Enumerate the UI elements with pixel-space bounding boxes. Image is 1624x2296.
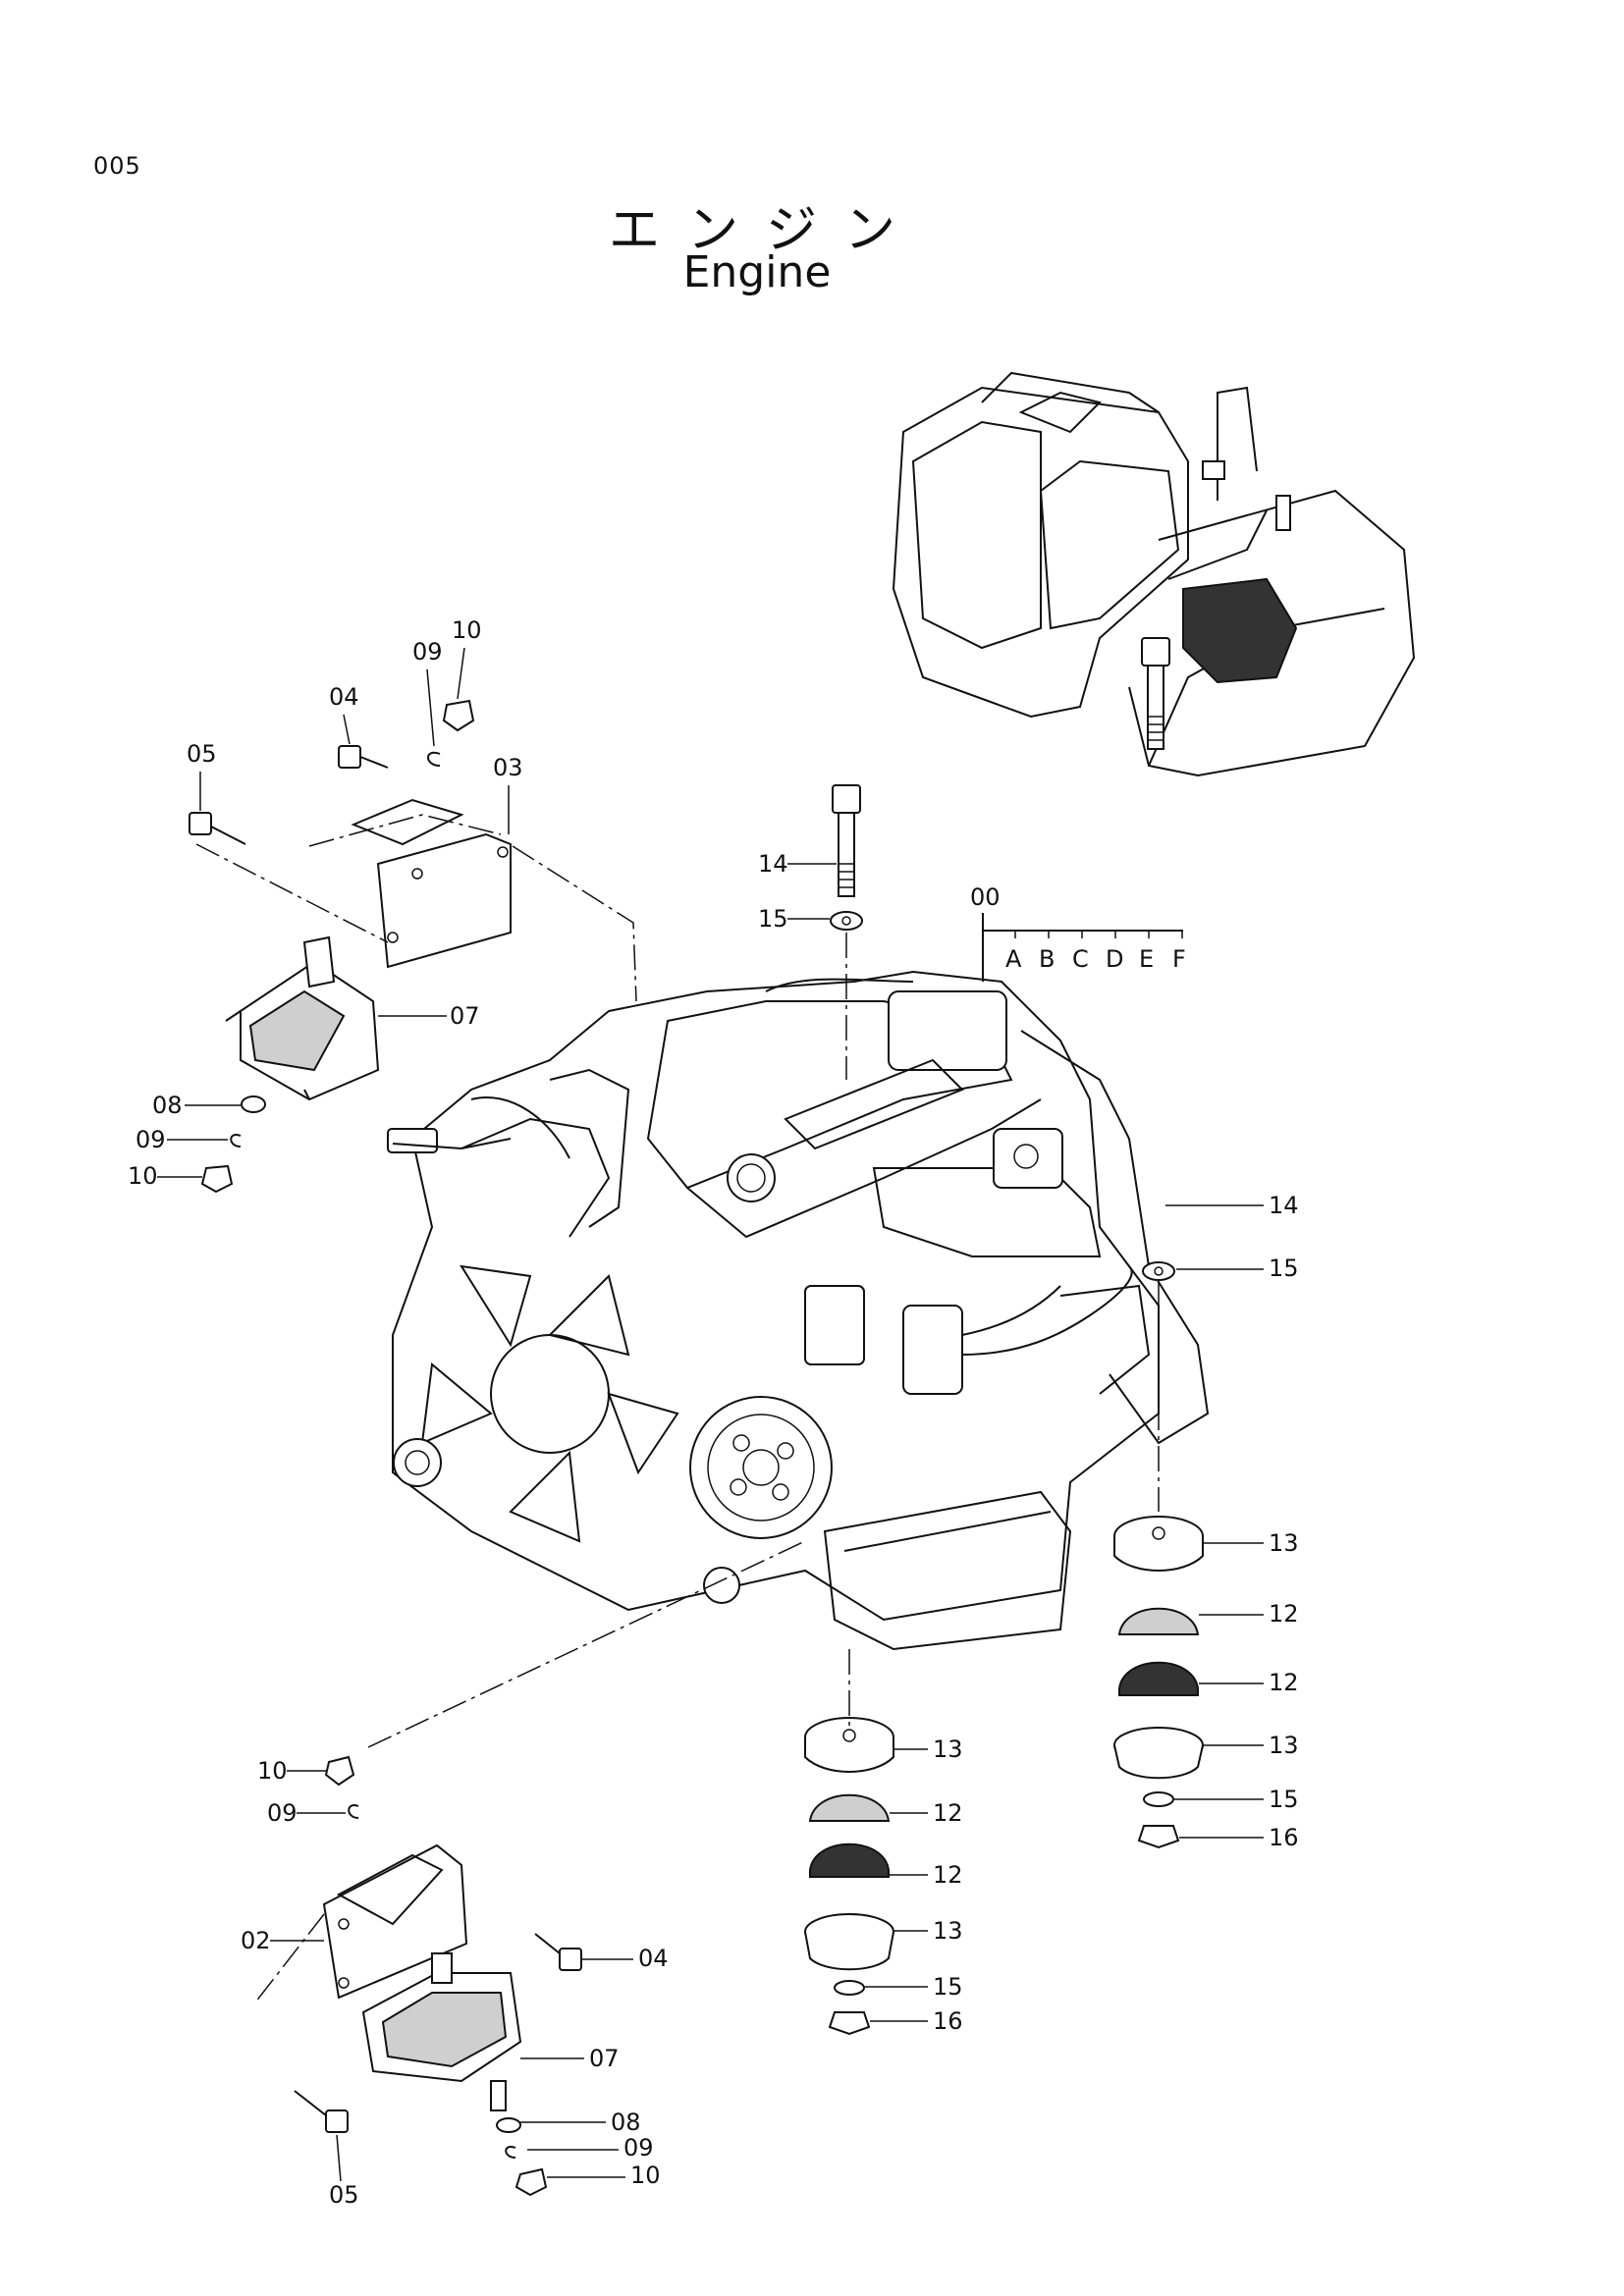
callout-label: 05 [329, 2181, 359, 2209]
callout-label: 12 [933, 1799, 963, 1827]
callout-label: 08 [152, 1092, 183, 1119]
callout-label: 09 [623, 2134, 654, 2162]
variant-letter-b: B [1039, 945, 1055, 973]
callout-label: 16 [933, 2007, 963, 2035]
callout-label: 09 [412, 638, 443, 666]
rear-mount-lower-assembly [322, 1843, 522, 2111]
callout-label: 05 [187, 740, 217, 768]
callout-label: 15 [758, 905, 788, 933]
callout-label: 15 [1269, 1786, 1299, 1813]
reference-lines [195, 843, 1160, 2003]
callout-label: 08 [611, 2109, 641, 2136]
callout-label: 13 [1269, 1732, 1299, 1759]
bolts-and-washers [830, 637, 1175, 1281]
page-title-english: Engine [682, 247, 832, 297]
callout-label: 13 [933, 1917, 963, 1945]
engine-assembly [387, 970, 1210, 1651]
callout-label: 07 [450, 1002, 480, 1030]
callout-label: 09 [267, 1799, 298, 1827]
callout-label: 02 [241, 1927, 271, 1954]
page-title-japanese: エンジン [608, 201, 923, 260]
variant-header: 00 A B C D E F [970, 883, 1186, 982]
callout-label: 14 [758, 850, 788, 878]
callout-label: 04 [638, 1945, 669, 1972]
callout-label: 13 [1269, 1529, 1299, 1557]
variant-letter-f: F [1172, 945, 1186, 973]
callout-label: 10 [257, 1757, 288, 1785]
variant-letter-a: A [1005, 945, 1022, 973]
callout-label: 15 [1269, 1255, 1299, 1282]
callout-label: 12 [1269, 1669, 1299, 1696]
callout-label: 10 [452, 616, 482, 644]
callout-label: 10 [128, 1162, 158, 1190]
crank-pulley [689, 1396, 833, 1539]
callout-label: 15 [933, 1973, 963, 2001]
callout-label: 12 [1269, 1600, 1299, 1628]
small-hardware [189, 699, 582, 2197]
cooling-fan [420, 1264, 679, 1543]
callout-label: 04 [329, 683, 359, 711]
variant-letter-e: E [1139, 945, 1154, 973]
callout-label: 13 [933, 1735, 963, 1763]
center-mount-stack [804, 1649, 894, 2036]
callout-label: 10 [630, 2162, 661, 2189]
variant-code: 00 [970, 883, 1001, 911]
callout-label: 16 [1269, 1824, 1299, 1851]
variant-letter-c: C [1072, 945, 1089, 973]
callout-label: 03 [493, 754, 523, 781]
excavator-location-illustration [892, 371, 1416, 777]
page-number: 005 [93, 152, 141, 180]
callout-label: 12 [933, 1861, 963, 1889]
callout-label: 07 [589, 2045, 620, 2072]
right-mount-stack [1113, 1516, 1204, 1849]
front-mount-upper-assembly [225, 798, 512, 1101]
callout-label: 14 [1269, 1192, 1299, 1219]
variant-letter-d: D [1106, 945, 1123, 973]
callouts: 10 09 04 05 03 07 08 09 10 14 15 14 15 1… [128, 616, 1299, 2209]
callout-label: 09 [135, 1126, 166, 1153]
